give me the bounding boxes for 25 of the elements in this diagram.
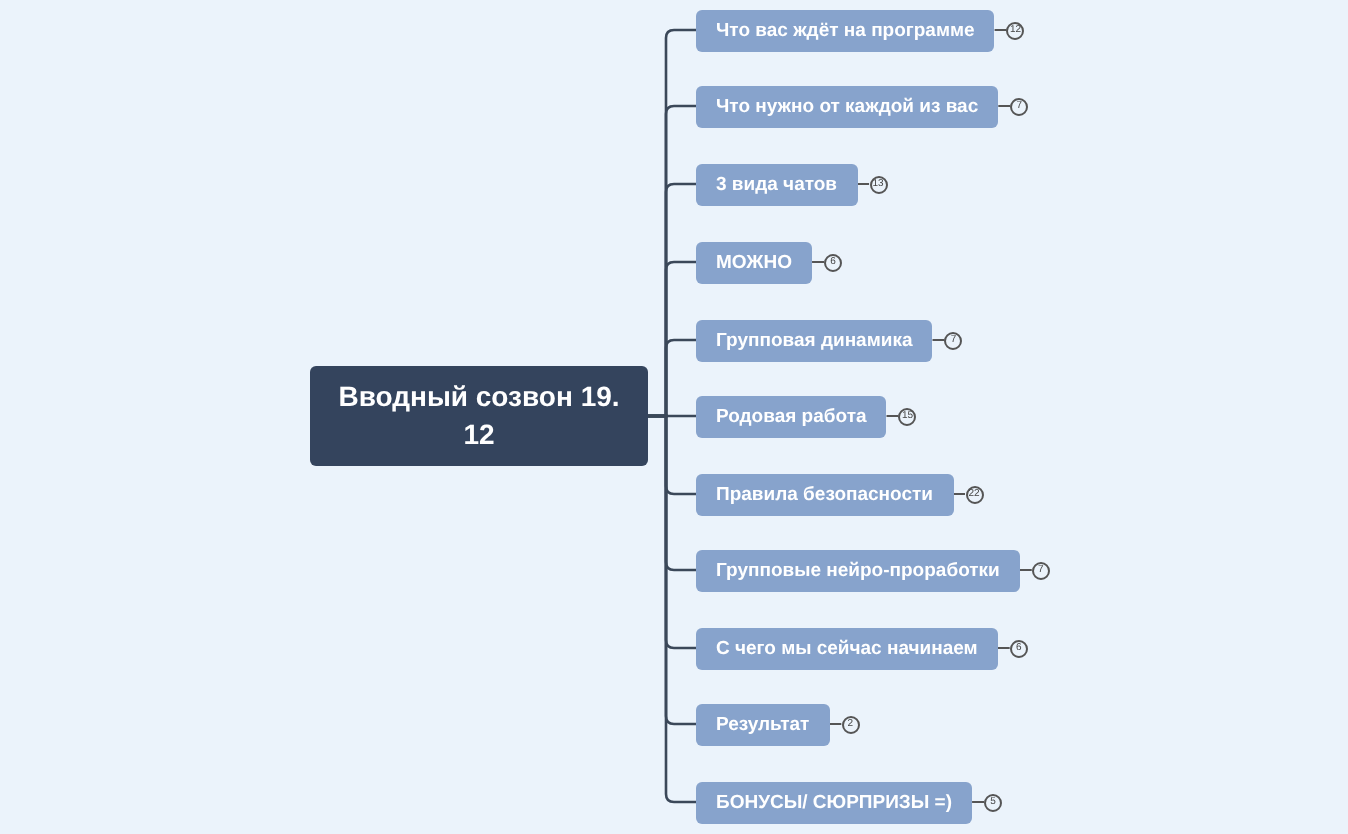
topic-label: Родовая работа bbox=[716, 405, 867, 427]
topic-label: МОЖНО bbox=[716, 251, 793, 273]
topic-box bbox=[696, 241, 813, 283]
topic-box bbox=[696, 549, 1020, 591]
topic-label: 3 вида чатов bbox=[716, 173, 838, 195]
topic-box bbox=[696, 627, 998, 669]
topic-label: Групповые нейро-проработки bbox=[716, 559, 1000, 581]
topic-box bbox=[696, 163, 858, 205]
topic-box bbox=[696, 395, 887, 437]
topic-label: Что вас ждёт на программе bbox=[716, 19, 975, 41]
central-topic-box bbox=[310, 366, 648, 466]
topic-box bbox=[696, 781, 973, 823]
topic-box bbox=[696, 703, 830, 745]
topic-label: Что нужно от каждой из вас bbox=[716, 95, 979, 117]
topic-box bbox=[696, 473, 953, 515]
topic-label: Результат bbox=[716, 713, 810, 735]
topic-box bbox=[696, 9, 995, 51]
topic-box bbox=[696, 85, 999, 127]
central-topic-label: Вводный созвон 19. 12 bbox=[336, 378, 622, 454]
topic-label: Правила безопасности bbox=[716, 483, 933, 505]
connector-line bbox=[648, 414, 696, 804]
topic-label: Групповая динамика bbox=[716, 329, 913, 351]
topic-label: БОНУСЫ/ СЮРПРИЗЫ =) bbox=[716, 791, 953, 813]
topic-label: С чего мы сейчас начинаем bbox=[716, 637, 978, 659]
topic-box bbox=[696, 319, 933, 361]
